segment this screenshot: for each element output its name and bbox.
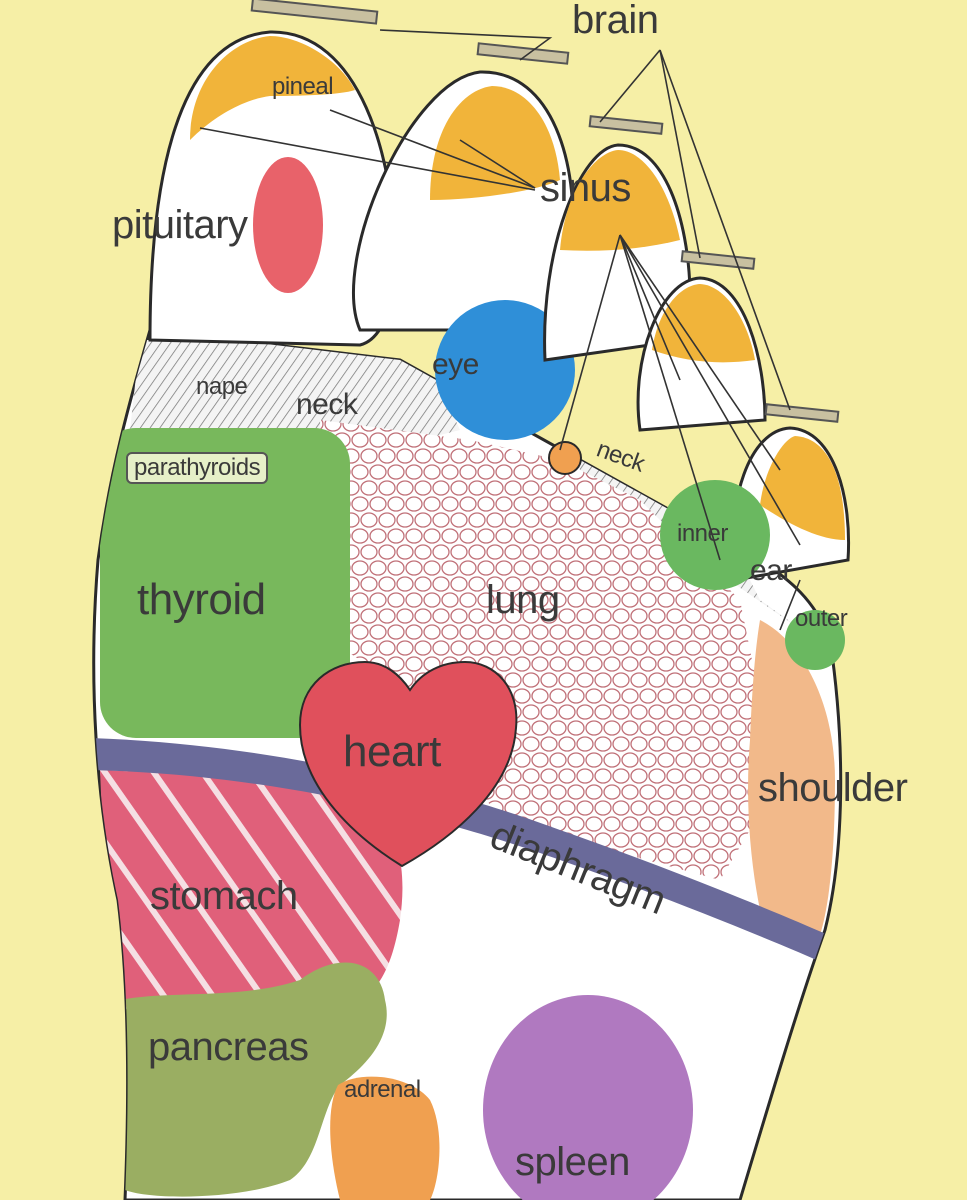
inner-ear-circle bbox=[660, 480, 770, 590]
label-thyroid: thyroid bbox=[137, 575, 266, 624]
label-inner: inner bbox=[677, 520, 728, 547]
heart-shape bbox=[298, 660, 518, 868]
label-spleen: spleen bbox=[515, 1140, 630, 1184]
label-eye: eye bbox=[432, 348, 479, 381]
label-stomach: stomach bbox=[150, 874, 298, 918]
label-ear: ear bbox=[750, 554, 792, 587]
label-brain: brain bbox=[572, 0, 659, 42]
label-sinus: sinus bbox=[540, 166, 631, 210]
label-heart: heart bbox=[343, 727, 441, 776]
label-outer: outer bbox=[795, 605, 848, 632]
label-nape: nape bbox=[196, 373, 248, 400]
label-parathyroids: parathyroids bbox=[126, 452, 269, 484]
label-pancreas: pancreas bbox=[148, 1025, 309, 1069]
label-neck: neck bbox=[296, 388, 358, 421]
label-adrenal: adrenal bbox=[344, 1076, 421, 1103]
label-shoulder: shoulder bbox=[758, 766, 908, 810]
label-pituitary: pituitary bbox=[112, 203, 248, 247]
eye-circle bbox=[435, 300, 575, 440]
label-lung: lung bbox=[486, 578, 560, 622]
label-pineal: pineal bbox=[272, 73, 334, 100]
outer-ear-circle bbox=[785, 610, 845, 670]
